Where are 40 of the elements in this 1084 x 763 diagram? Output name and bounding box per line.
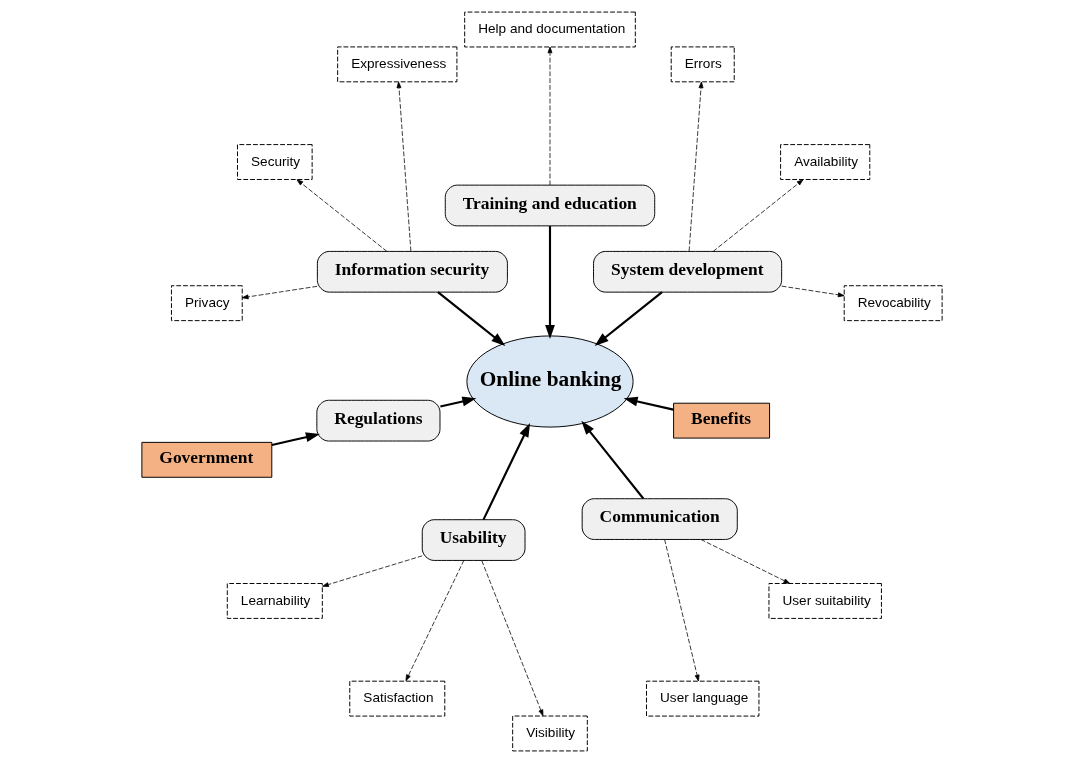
node-box: Learnability — [226, 583, 323, 619]
arrow — [781, 285, 845, 298]
node-box: Satisfaction — [349, 680, 446, 717]
arrow — [322, 555, 423, 587]
arrow — [547, 46, 553, 186]
arrow — [271, 432, 320, 446]
node-box: Security — [237, 144, 313, 180]
arrow — [623, 396, 674, 411]
node-box: Usability — [421, 519, 526, 561]
node-box: Communication — [581, 498, 738, 540]
arrow — [440, 396, 477, 408]
arrow — [664, 539, 700, 682]
node-box: Availability — [780, 144, 871, 180]
node-box: Information security — [316, 250, 508, 293]
node-box: Help and documentation — [464, 11, 636, 48]
arrow — [482, 422, 531, 521]
arrow — [405, 560, 465, 682]
node-box: System development — [593, 250, 783, 293]
arrow — [688, 81, 704, 252]
node-box: Government — [141, 441, 273, 478]
node-box: Errors — [670, 46, 735, 83]
arrow — [545, 226, 555, 340]
arrow — [581, 420, 645, 500]
node-box: Benefits — [673, 402, 771, 439]
node-box: User suitability — [768, 583, 882, 619]
arrow — [396, 81, 412, 252]
node-box: Revocability — [843, 285, 943, 322]
arrow — [296, 179, 388, 252]
arrow — [700, 539, 791, 584]
arrow — [437, 291, 506, 346]
arrow — [594, 291, 663, 346]
node-box: Privacy — [170, 285, 243, 322]
arrow — [712, 179, 804, 252]
node-box: Visibility — [512, 715, 588, 752]
arrow — [481, 560, 544, 717]
node-box: Regulations — [316, 399, 441, 442]
node-box: User language — [646, 680, 760, 717]
node-box: Training and education — [444, 184, 656, 227]
node-box: Expressiveness — [337, 46, 458, 83]
arrow — [241, 285, 318, 300]
